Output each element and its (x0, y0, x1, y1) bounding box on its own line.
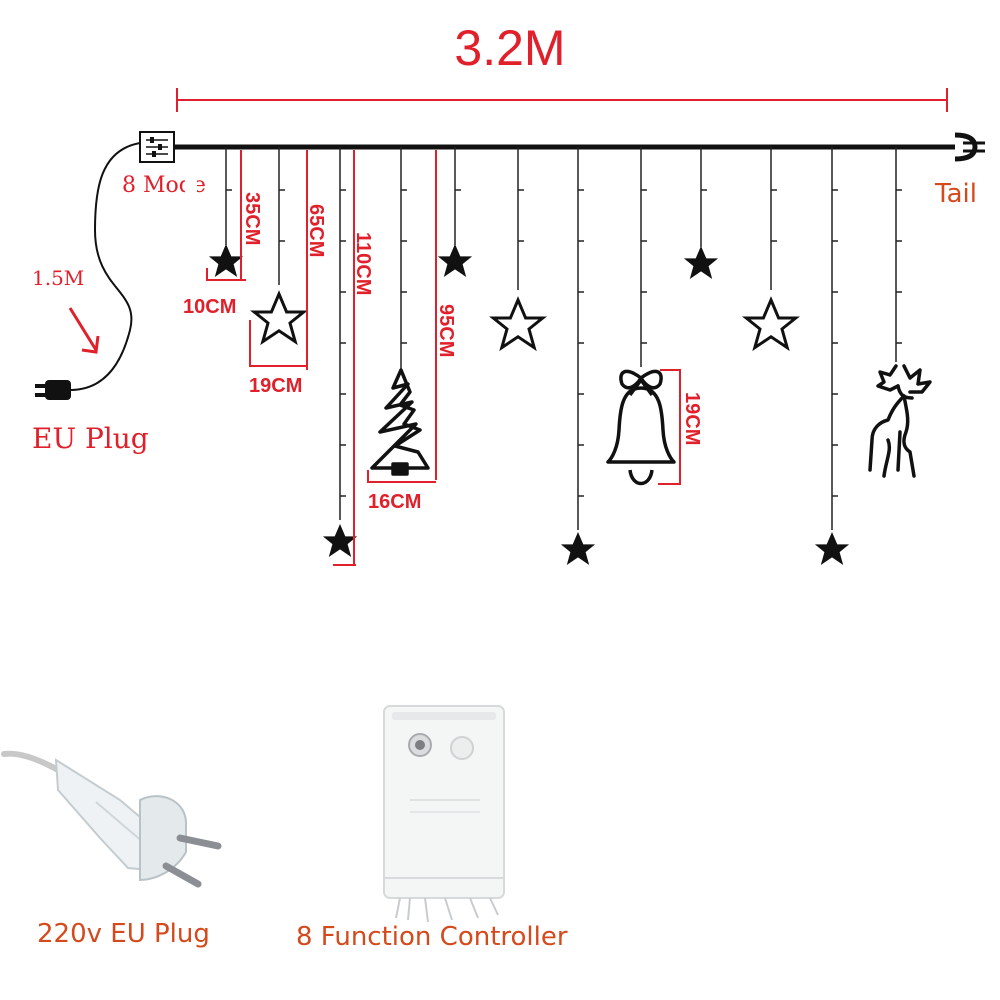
tail-connector-icon (954, 132, 985, 162)
longest-drop-label: 110CM (352, 232, 374, 295)
controller-caption: 8 Function Controller (296, 922, 568, 952)
total-length-dimension-line (176, 88, 948, 112)
star-icon (683, 246, 719, 279)
outline-star-icon (744, 298, 798, 350)
star-icon (560, 532, 596, 565)
small-star-drop-label: 35CM (241, 192, 263, 245)
star-icon (208, 244, 244, 277)
power-cable (69, 142, 141, 391)
controller-photo (383, 705, 505, 923)
star-icon (437, 244, 473, 277)
big-star-width-label: 19CM (249, 375, 302, 397)
total-length-label: 3.2M (454, 20, 565, 76)
outline-star-icon (491, 298, 545, 350)
dimension-annotations (206, 150, 681, 566)
tree-icon (370, 368, 430, 476)
big-star-drop-label: 65CM (305, 204, 327, 257)
bell-height-label: 19CM (681, 392, 703, 445)
controller-box-icon (139, 131, 175, 163)
outline-star-icon (252, 292, 306, 344)
reindeer-icon (868, 364, 932, 478)
tree-drop-label: 95CM (435, 304, 457, 357)
plug-icon (35, 380, 71, 400)
star-icon (814, 532, 850, 565)
plug-caption: 220v EU Plug (37, 919, 210, 949)
tail-label: Tail (934, 179, 977, 209)
light-drops (225, 147, 897, 530)
bulb-ticks (226, 189, 902, 497)
eu-plug-photo (1, 750, 222, 888)
small-star-width-label: 10CM (183, 296, 236, 318)
bell-icon (606, 369, 676, 486)
star-icon (322, 524, 358, 557)
arrow-icon (68, 307, 100, 354)
cable-length-label: 1.5M (32, 266, 84, 290)
eu-plug-label: EU Plug (32, 422, 149, 455)
tree-width-label: 16CM (368, 491, 421, 513)
